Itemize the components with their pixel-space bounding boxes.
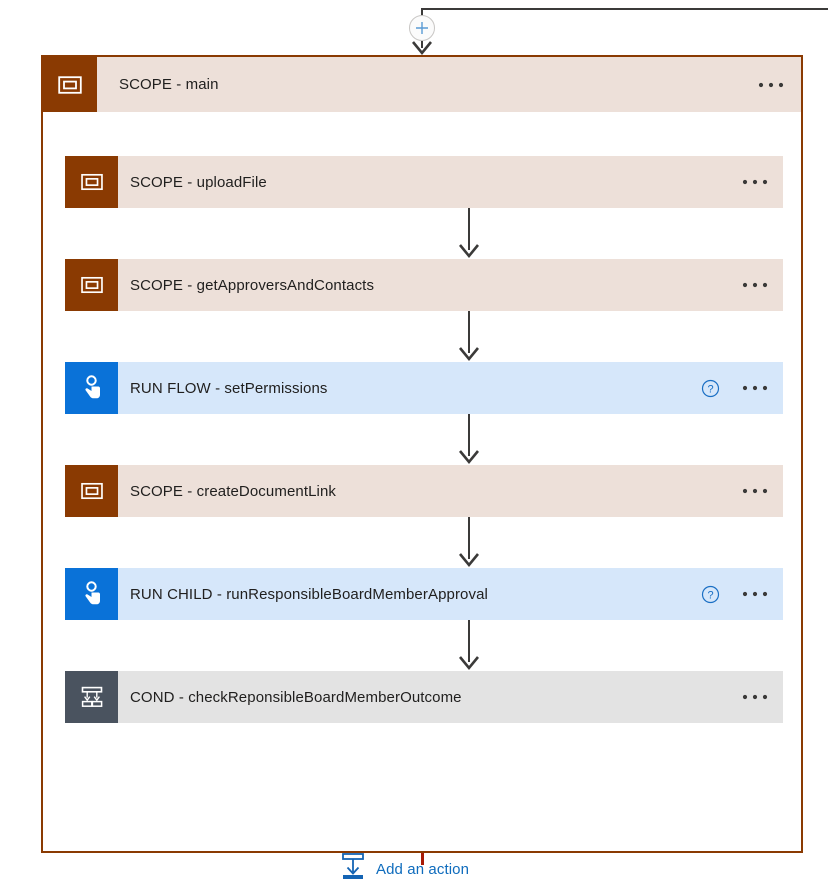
scope-main-body: SCOPE - uploadFile: [43, 112, 801, 879]
action-card-menu-button[interactable]: [727, 259, 783, 311]
tap-hand-icon: [65, 568, 118, 620]
action-card-scope-getapproversandcontacts[interactable]: SCOPE - getApproversAndContacts: [65, 259, 783, 311]
action-card-scope-uploadfile[interactable]: SCOPE - uploadFile: [65, 156, 783, 208]
plus-icon: [415, 21, 429, 35]
svg-text:?: ?: [707, 589, 713, 601]
help-circle-icon[interactable]: ?: [693, 362, 727, 414]
scope-main-container[interactable]: SCOPE - main: [41, 55, 803, 879]
action-card-run-flow-setpermissions[interactable]: RUN FLOW - setPermissions ?: [65, 362, 783, 414]
top-connector-stub: [421, 8, 423, 17]
action-card-menu-button[interactable]: [727, 465, 783, 517]
action-card-label: RUN FLOW - setPermissions: [130, 379, 328, 397]
tap-hand-icon: [65, 362, 118, 414]
workflow-canvas: SCOPE - main: [41, 8, 828, 879]
action-card-menu-button[interactable]: [727, 671, 783, 723]
condition-branch-icon: [65, 671, 118, 723]
connector-arrow: [458, 620, 480, 671]
insert-action-icon: [340, 852, 366, 887]
arrow-down-icon: [411, 40, 433, 56]
action-card-label: COND - checkReponsibleBoardMemberOutcome: [130, 688, 462, 706]
scope-icon: [43, 57, 97, 112]
connector-arrow: [458, 311, 480, 362]
add-action-button[interactable]: Add an action: [340, 849, 469, 889]
action-card-menu-button[interactable]: [727, 362, 783, 414]
action-card-cond-checkreponsibleboardmemberoutcome[interactable]: COND - checkReponsibleBoardMemberOutcome: [65, 671, 783, 723]
scope-main-menu-button[interactable]: [741, 57, 801, 112]
action-card-scope-createdocumentlink[interactable]: SCOPE - createDocumentLink: [65, 465, 783, 517]
help-circle-icon[interactable]: ?: [693, 568, 727, 620]
action-card-menu-button[interactable]: [727, 156, 783, 208]
bottom-connector-stub: [421, 853, 424, 865]
svg-text:?: ?: [707, 383, 713, 395]
connector-arrow: [458, 414, 480, 465]
scope-main-title: SCOPE - main: [119, 76, 219, 93]
scope-icon: [65, 259, 118, 311]
connector-arrow: [458, 517, 480, 568]
action-card-run-child-runresponsibleboardmemberapproval[interactable]: RUN CHILD - runResponsibleBoardMemberApp…: [65, 568, 783, 620]
action-card-menu-button[interactable]: [727, 568, 783, 620]
action-card-label: RUN CHILD - runResponsibleBoardMemberApp…: [130, 585, 488, 603]
action-card-label: SCOPE - createDocumentLink: [130, 482, 337, 500]
scope-main-header[interactable]: SCOPE - main: [43, 57, 801, 112]
action-card-label: SCOPE - getApproversAndContacts: [130, 276, 375, 294]
scope-icon: [65, 156, 118, 208]
scope-icon: [65, 465, 118, 517]
top-connector-line: [422, 8, 828, 10]
action-card-label: SCOPE - uploadFile: [130, 173, 267, 191]
insert-step-button[interactable]: [409, 15, 435, 41]
top-arrow-shaft: [421, 40, 423, 48]
connector-arrow: [458, 208, 480, 259]
